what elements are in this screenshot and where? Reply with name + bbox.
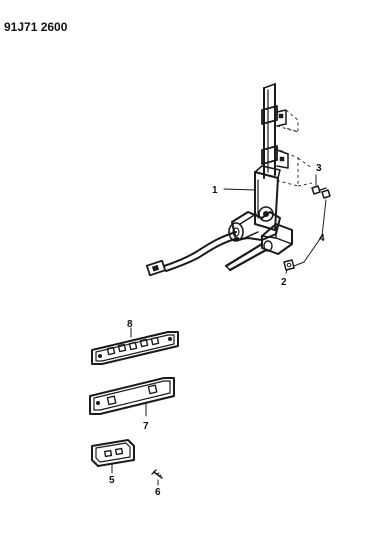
motor-housing bbox=[254, 165, 281, 231]
switch-bezel-8 bbox=[91, 331, 179, 365]
leader-4b bbox=[321, 199, 327, 237]
callout-3: 3 bbox=[316, 163, 322, 174]
bolt-4 bbox=[321, 189, 331, 199]
nut-2 bbox=[283, 259, 295, 271]
switch-bezel-5 bbox=[91, 439, 135, 467]
callout-7: 7 bbox=[143, 421, 149, 432]
wiring-harness bbox=[145, 231, 239, 277]
reference-code: 91J71 2600 bbox=[4, 20, 68, 34]
switch-plate-7 bbox=[89, 377, 175, 415]
leader-2 bbox=[285, 269, 288, 274]
screw-6 bbox=[151, 469, 163, 479]
gearbox bbox=[261, 223, 293, 255]
callout-2: 2 bbox=[281, 277, 287, 288]
leader-4a bbox=[293, 235, 323, 267]
callout-1: 1 bbox=[212, 185, 218, 196]
seat-adjuster-assembly: 1 2 3 4 bbox=[145, 83, 331, 288]
callout-5: 5 bbox=[109, 475, 115, 486]
leader-1 bbox=[223, 188, 256, 191]
callout-8: 8 bbox=[127, 319, 133, 330]
callout-4: 4 bbox=[319, 233, 325, 244]
callout-6: 6 bbox=[155, 487, 161, 498]
bolt-3 bbox=[311, 185, 327, 195]
